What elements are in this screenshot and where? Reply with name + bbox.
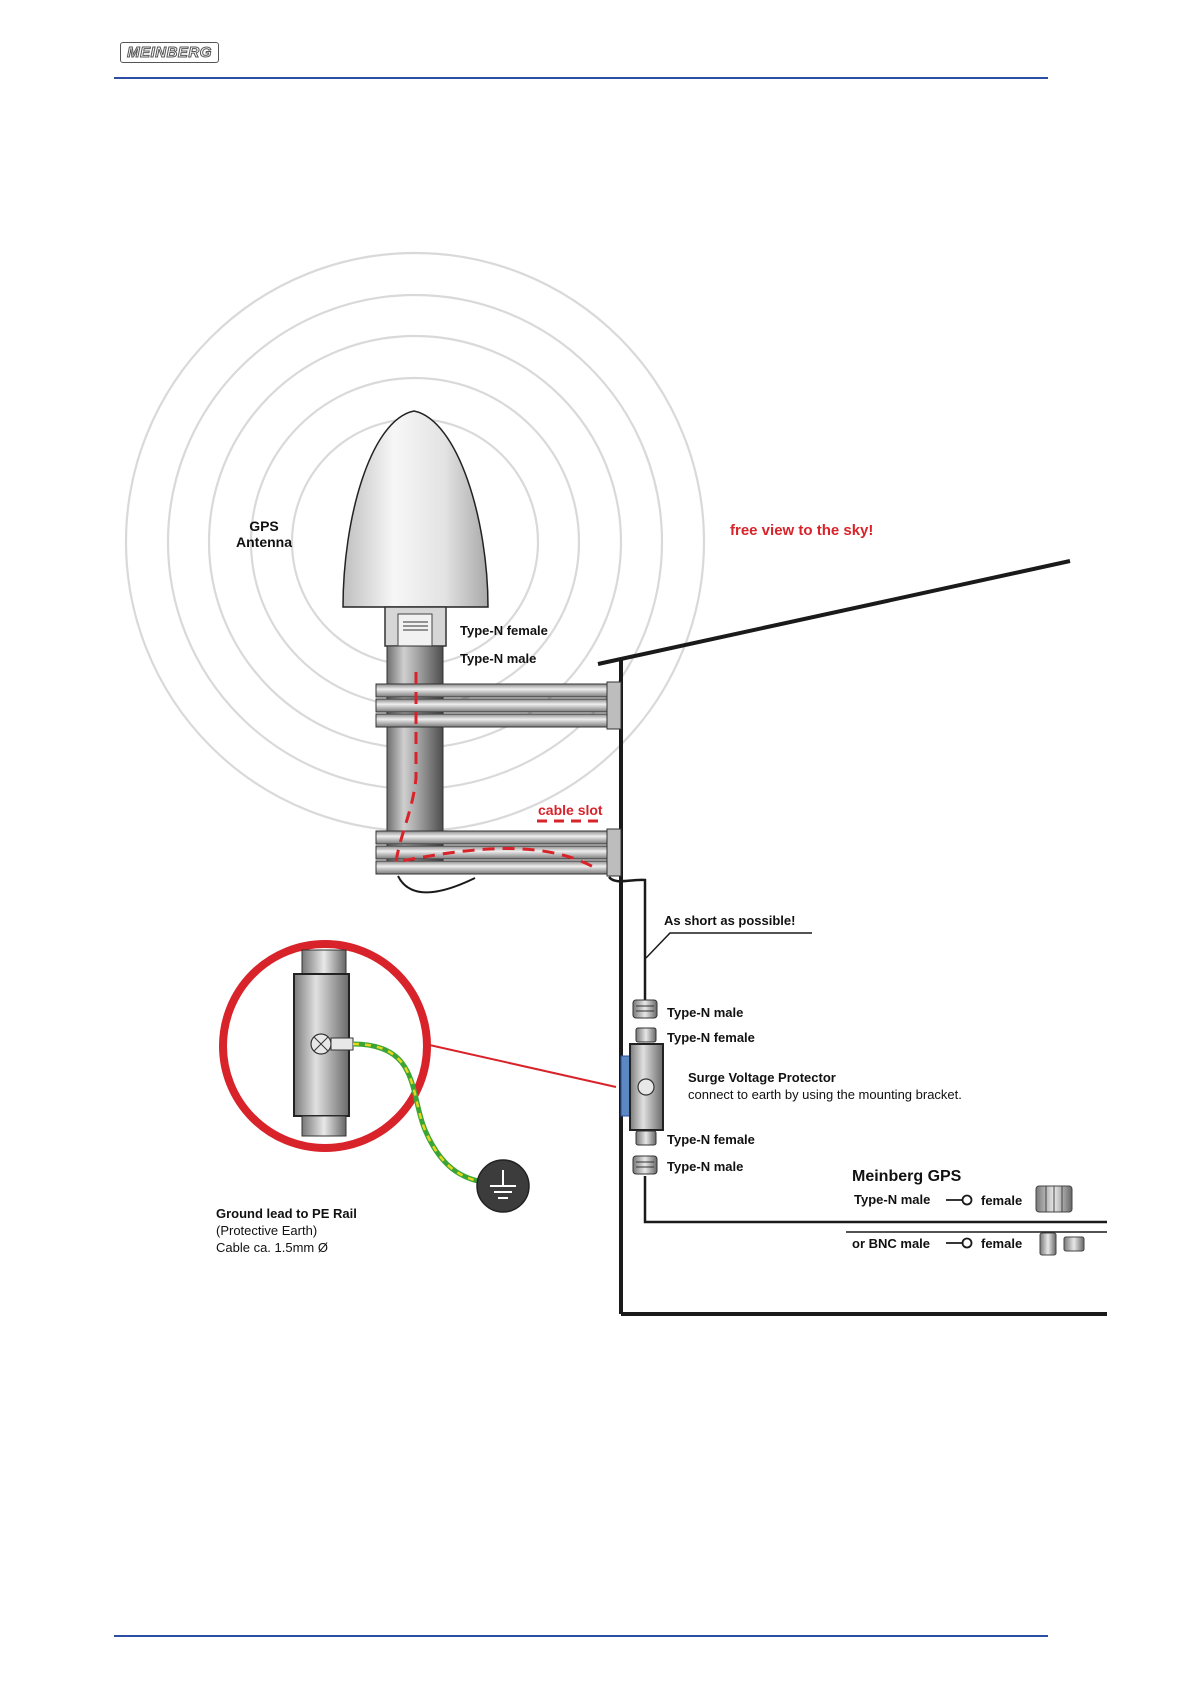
cable-slot-label: cable slot bbox=[538, 802, 603, 818]
protector-out-female-icon bbox=[635, 1130, 657, 1146]
bnc-male-to-female-arrow-icon bbox=[946, 1237, 973, 1249]
ground-line3: Cable ca. 1.5mm Ø bbox=[216, 1240, 328, 1255]
cable-to-receiver bbox=[643, 1176, 1107, 1224]
male-to-female-arrow-icon bbox=[946, 1194, 973, 1206]
receiver-female-1-label: female bbox=[981, 1193, 1022, 1208]
logo-text: MEINBERG bbox=[127, 44, 212, 62]
ground-lead-yellow bbox=[352, 1042, 491, 1185]
protector-title: Surge Voltage Protector bbox=[688, 1070, 836, 1085]
zoom-callout-line bbox=[424, 1043, 617, 1088]
protector-out-male-icon bbox=[632, 1155, 658, 1175]
receiver-title: Meinberg GPS bbox=[852, 1168, 962, 1185]
exit-cable bbox=[397, 875, 476, 894]
antenna-dome-icon bbox=[342, 410, 489, 608]
protector-desc: connect to earth by using the mounting b… bbox=[688, 1087, 962, 1102]
protector-in-male-icon bbox=[632, 999, 658, 1019]
protector-out-male-label: Type-N male bbox=[667, 1159, 743, 1174]
antenna-conn-male-label: Type-N male bbox=[460, 651, 536, 666]
protector-screw-icon bbox=[637, 1078, 655, 1096]
meinberg-logo: MEINBERG bbox=[120, 42, 219, 63]
protector-out-female-label: Type-N female bbox=[667, 1132, 755, 1147]
footer-rule bbox=[114, 1635, 1048, 1637]
protector-in-female-icon bbox=[635, 1027, 657, 1043]
short-note-leader bbox=[645, 932, 812, 959]
sky-note: free view to the sky! bbox=[730, 522, 873, 539]
antenna-conn-female-label: Type-N female bbox=[460, 623, 548, 638]
internal-cable-path bbox=[394, 672, 598, 871]
header-rule bbox=[114, 77, 1048, 79]
receiver-female-2-label: female bbox=[981, 1236, 1022, 1251]
receiver-type-n-male-label: Type-N male bbox=[854, 1192, 930, 1207]
antenna-label-line1: GPS bbox=[249, 518, 279, 534]
zoom-protector-icon bbox=[293, 949, 354, 1137]
lower-mounting-bracket bbox=[375, 828, 622, 877]
protector-in-female-label: Type-N female bbox=[667, 1030, 755, 1045]
roof-line bbox=[597, 559, 1071, 666]
antenna-label-line2: Antenna bbox=[236, 534, 292, 550]
short-note: As short as possible! bbox=[664, 913, 795, 928]
receiver-type-n-female-icon bbox=[1035, 1185, 1073, 1213]
receiver-bnc-male-label: or BNC male bbox=[852, 1236, 930, 1251]
ground-line2: (Protective Earth) bbox=[216, 1223, 317, 1238]
ground-title: Ground lead to PE Rail bbox=[216, 1206, 357, 1221]
protector-in-male-label: Type-N male bbox=[667, 1005, 743, 1020]
cable-to-protector bbox=[608, 876, 647, 1000]
upper-mounting-bracket bbox=[375, 681, 622, 730]
earth-ground-icon bbox=[476, 1159, 530, 1213]
receiver-bnc-female-icon bbox=[1039, 1232, 1085, 1256]
